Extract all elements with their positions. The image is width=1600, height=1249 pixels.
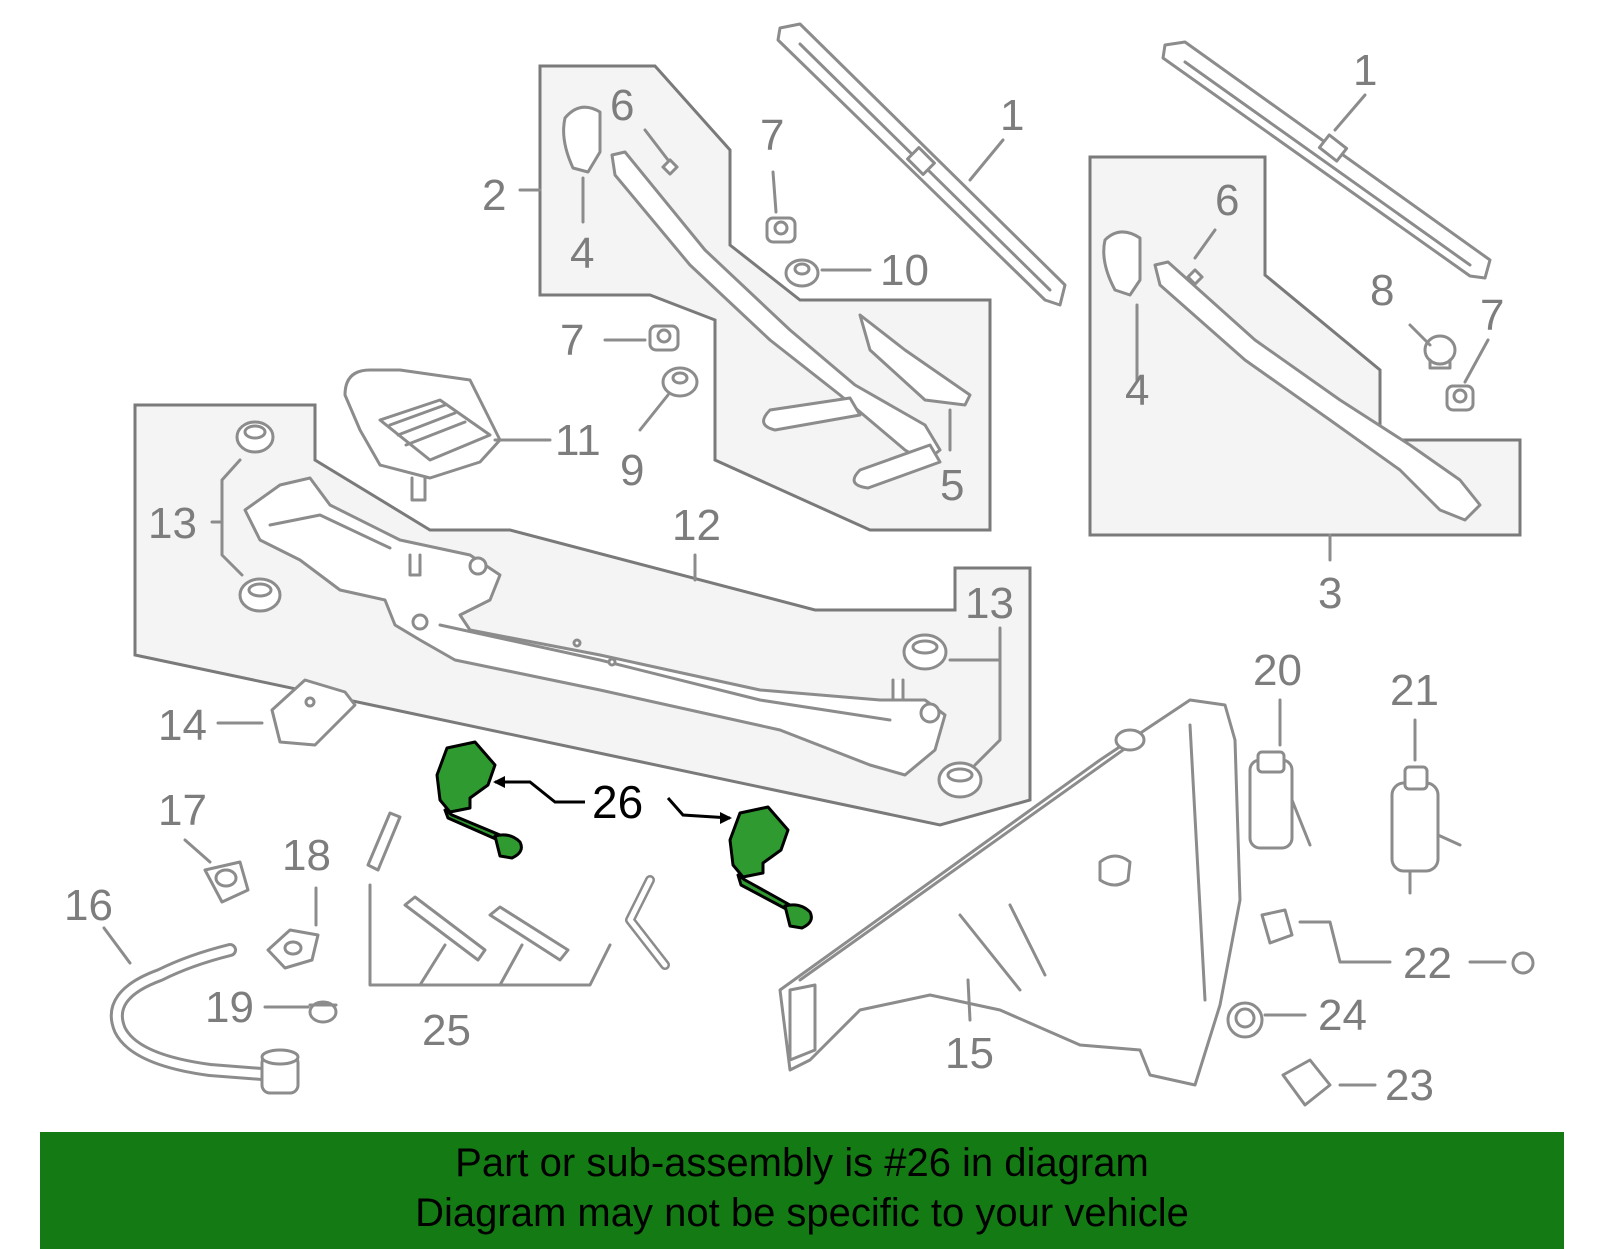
washer-nozzle-heater-26-left[interactable] xyxy=(435,740,523,860)
bracket-14[interactable] xyxy=(270,678,357,747)
banner-line-2: Diagram may not be specific to your vehi… xyxy=(415,1191,1189,1235)
callout-2: 2 xyxy=(482,171,506,220)
washer-reservoir[interactable] xyxy=(778,698,1242,1087)
leader-26 xyxy=(493,776,732,824)
callout-24: 24 xyxy=(1318,991,1367,1040)
callout-19: 19 xyxy=(205,983,254,1032)
washer-9[interactable] xyxy=(661,366,699,398)
grommet-13-a[interactable] xyxy=(235,420,275,454)
washer-nozzle-heater-26-right[interactable] xyxy=(728,805,813,930)
callout-1b: 1 xyxy=(1353,46,1377,95)
hose-16[interactable] xyxy=(109,943,300,1095)
seal-24[interactable] xyxy=(1226,1001,1264,1039)
wiper-blade-right[interactable] xyxy=(1161,40,1492,280)
nut-7-middle[interactable] xyxy=(648,324,680,352)
callout-15: 15 xyxy=(945,1029,994,1078)
wiper-arm-right[interactable] xyxy=(1102,230,1482,522)
callout-4a: 4 xyxy=(570,229,594,278)
washer-pump-20[interactable] xyxy=(1248,750,1312,850)
clip-18[interactable] xyxy=(266,928,320,970)
grommet-13-d[interactable] xyxy=(937,761,983,799)
plug-17[interactable] xyxy=(203,860,250,904)
callout-26: 26 xyxy=(592,776,643,828)
washer-10[interactable] xyxy=(784,258,820,288)
callout-14: 14 xyxy=(158,701,207,750)
nut-7-right[interactable] xyxy=(1445,384,1475,412)
callout-7c: 7 xyxy=(1480,291,1504,340)
callout-12: 12 xyxy=(672,501,721,550)
callout-7b: 7 xyxy=(560,316,584,365)
info-banner: Part or sub-assembly is #26 in diagram D… xyxy=(40,1132,1564,1249)
callout-23: 23 xyxy=(1385,1061,1434,1110)
callout-13a: 13 xyxy=(148,499,197,548)
nut-7-upper[interactable] xyxy=(765,216,797,244)
callout-6a: 6 xyxy=(610,81,634,130)
callout-10: 10 xyxy=(880,246,929,295)
callout-13b: 13 xyxy=(965,579,1014,628)
callout-22: 22 xyxy=(1403,939,1452,988)
callout-18: 18 xyxy=(282,831,331,880)
callout-21: 21 xyxy=(1390,666,1439,715)
leader-lines xyxy=(102,93,1507,1087)
callout-25: 25 xyxy=(422,1006,471,1055)
callout-4b: 4 xyxy=(1125,366,1149,415)
wiper-arm-left[interactable] xyxy=(562,105,972,490)
filter-23[interactable] xyxy=(1281,1058,1332,1107)
banner-line-1: Part or sub-assembly is #26 in diagram xyxy=(455,1141,1149,1185)
grommet-22-b[interactable] xyxy=(1511,951,1535,975)
wiper-linkage-frame[interactable] xyxy=(243,476,947,777)
grommet-13-b[interactable] xyxy=(238,577,282,613)
callout-7a: 7 xyxy=(760,111,784,160)
callout-6b: 6 xyxy=(1215,176,1239,225)
wiper-motor[interactable] xyxy=(343,368,502,502)
callout-16: 16 xyxy=(64,881,113,930)
callout-1a: 1 xyxy=(1000,91,1024,140)
cap-8[interactable] xyxy=(1423,334,1457,370)
clamp-19[interactable] xyxy=(308,1000,338,1024)
callout-9: 9 xyxy=(620,446,644,495)
washer-hoses-25[interactable] xyxy=(366,811,670,970)
callout-20: 20 xyxy=(1253,646,1302,695)
callout-11: 11 xyxy=(555,416,601,465)
wiper-blade-left[interactable] xyxy=(776,22,1067,307)
washer-pump-21[interactable] xyxy=(1390,765,1462,895)
callout-17: 17 xyxy=(158,786,207,835)
callout-3: 3 xyxy=(1318,569,1342,618)
callout-5: 5 xyxy=(940,461,964,510)
grommet-22-a[interactable] xyxy=(1260,908,1294,945)
callout-8: 8 xyxy=(1370,266,1394,315)
grommet-13-c[interactable] xyxy=(902,633,948,671)
